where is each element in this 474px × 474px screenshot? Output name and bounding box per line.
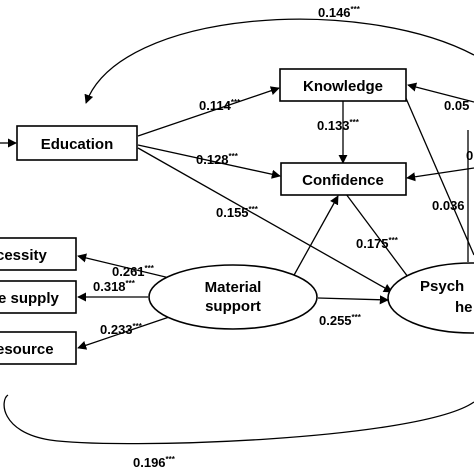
coef-right-conf: 0 [466,148,473,163]
svg-text:0: 0 [466,148,473,163]
svg-text:0.196***: 0.196*** [133,455,176,470]
edge-right-to-confidence [406,167,474,182]
svg-text:0.036: 0.036 [432,198,465,213]
coef-knowledge-confidence: 0.133*** [317,118,360,133]
svg-text:support: support [205,298,261,315]
node-material-support: Material support [148,264,318,330]
edge-edu-confidence [137,144,281,179]
edge-edu-psych [137,147,393,293]
svg-text:0.255***: 0.255*** [319,313,362,328]
svg-text:0.155***: 0.155*** [216,205,259,220]
edge-confidence-psych [345,193,415,286]
coef-top-arc: 0.146*** [318,5,361,20]
edge-material-accessity [77,253,179,281]
node-education: Education [16,125,138,161]
edge-bottom-arc [3,394,474,445]
node-confidence: Confidence [280,162,407,196]
edge-material-resource [77,313,179,350]
svg-text:Confidence: Confidence [302,172,384,189]
coef-material-resource: 0.233*** [100,322,143,337]
node-psych: Psych he [387,262,474,334]
svg-text:0.133***: 0.133*** [317,118,360,133]
node-resource: esource [0,331,77,365]
svg-text:Material: Material [205,279,262,296]
node-supply: e supply [0,280,77,314]
coef-bottom-arc: 0.196*** [133,455,176,470]
node-knowledge: Knowledge [279,68,407,102]
edge-right-to-knowledge [407,82,474,103]
edge-top-arc [84,18,474,104]
coef-material-accessity: 0.261*** [112,264,155,279]
svg-text:esource: esource [0,341,54,358]
svg-text:Knowledge: Knowledge [303,78,383,95]
svg-text:Education: Education [41,136,114,153]
svg-text:0.128***: 0.128*** [196,152,239,167]
coef-edu-knowledge: 0.114*** [199,98,241,113]
svg-text:Psych: Psych [420,278,464,295]
svg-text:cessity: cessity [0,247,48,264]
svg-text:0.146***: 0.146*** [318,5,361,20]
svg-text:0.261***: 0.261*** [112,264,155,279]
node-accessity: cessity [0,237,77,271]
coef-right-top: 0.05 [444,98,469,113]
edge-knowledge-psych [404,95,474,256]
edge-material-psych [317,295,389,305]
edge-edu-knowledge [137,86,280,137]
coef-material-psych: 0.255*** [319,313,362,328]
coef-material-supply: 0.318*** [93,279,136,294]
svg-text:0.233***: 0.233*** [100,322,143,337]
coef-right-mid: 0.036 [432,198,465,213]
svg-text:0.318***: 0.318*** [93,279,136,294]
coef-confidence-psych: 0.175*** [356,236,399,251]
coef-edu-psych: 0.155*** [216,205,259,220]
edge-material-confidence [287,195,339,287]
svg-text:0.05: 0.05 [444,98,469,113]
svg-text:0.114***: 0.114*** [199,98,241,113]
svg-text:he: he [455,299,473,316]
svg-text:e supply: e supply [0,290,60,307]
coef-edu-confidence: 0.128*** [196,152,239,167]
svg-text:0.175***: 0.175*** [356,236,399,251]
